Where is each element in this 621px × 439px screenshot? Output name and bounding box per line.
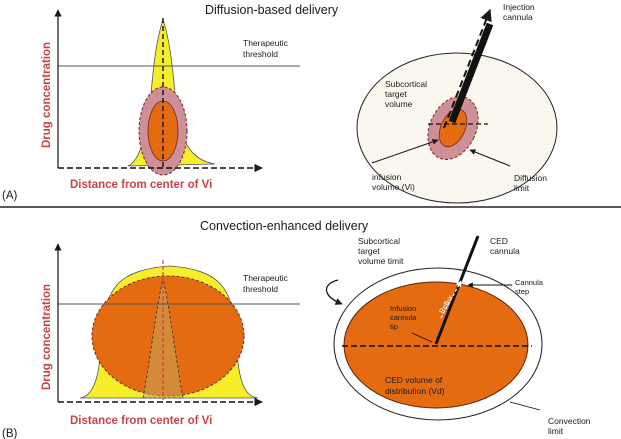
panel-b-title: Convection-enhanced delivery [200,219,369,233]
panel-a-tag: (A) [2,190,18,202]
infusion-pointer [371,138,439,164]
threshold-label-b: Therapeutic threshold [243,273,290,294]
cannula-step-label: Cannula step [515,278,545,296]
convection-label: Convection limit [548,416,593,436]
panel-b: Convection-enhanced delivery Drug concen… [2,219,593,439]
threshold-label: Therapeutic threshold [243,38,290,59]
target-curved-arrow [325,279,343,305]
panel-b-tag: (B) [2,428,18,439]
ced-volume-ellipse [343,281,529,409]
tip-label: Infusion cannula tip [390,304,418,331]
injection-cannula [448,22,494,124]
panel-a-title: Diffusion-based delivery [205,3,339,17]
ced-cannula-label: CED cannula [490,236,520,256]
infusion-label: infusion volume (Vi) [372,172,415,192]
diffusion-pointer [469,149,511,167]
ced-volume-label: CED volume of distribution (Vd) [385,375,445,396]
x-axis-label: Distance from center of Vi [70,179,212,191]
infusion-volume-ring [438,108,468,148]
reflux-arrow [440,280,462,319]
ced-cannula [434,235,480,345]
target-volume-label-b: Subcortical target volume timit [358,236,404,266]
y-axis-label-b: Drug concentration [41,284,53,390]
x-axis-label-b: Distance from center of Vi [70,415,212,427]
cannula-dashed-arrow [443,8,492,129]
y-axis-label: Drug concentration [41,42,53,148]
cannula-label: Injection cannula [503,2,537,22]
target-volume-label: Subcortical target volume [385,79,429,109]
panel-a: Diffusion-based delivery Drug concentrat… [2,2,558,204]
diffusion-label: Diffusion limit [514,173,549,193]
convection-pointer [509,401,541,411]
tip-pointer [411,332,433,343]
